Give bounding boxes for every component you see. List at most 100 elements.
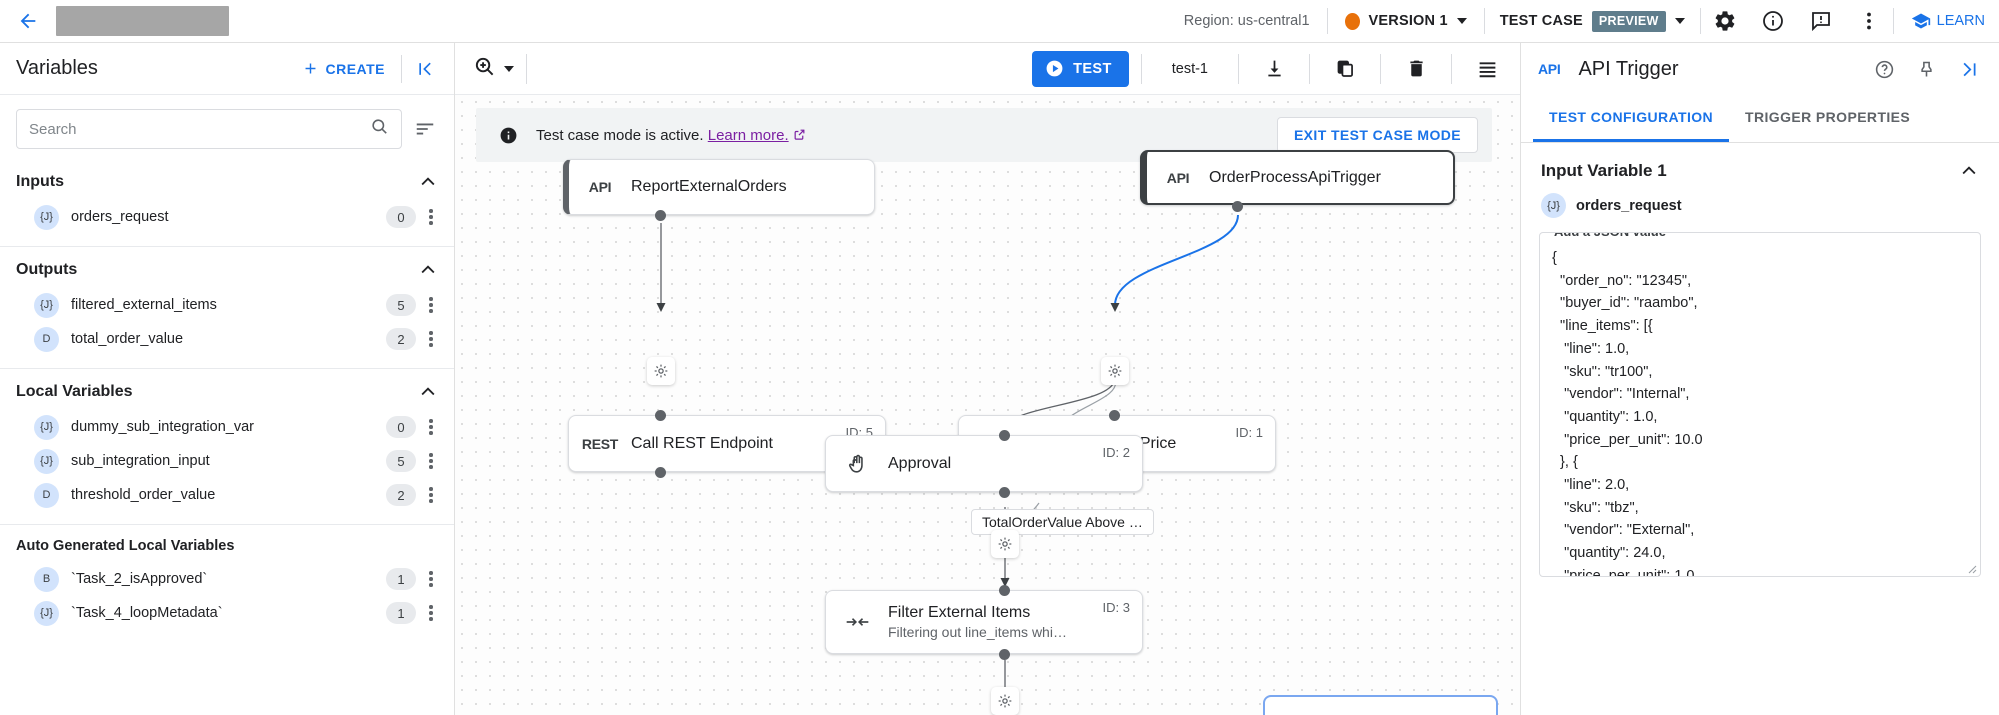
collapse-right-icon[interactable]	[1947, 48, 1989, 90]
sort-icon[interactable]	[412, 116, 438, 142]
divider	[1309, 53, 1310, 84]
divider	[1326, 8, 1328, 34]
list-icon[interactable]	[1464, 46, 1510, 92]
more-vert-icon[interactable]	[416, 331, 446, 347]
copy-icon[interactable]	[1322, 46, 1368, 92]
resize-handle[interactable]	[1965, 561, 1977, 574]
chevron-up-icon[interactable]	[418, 260, 438, 280]
pin-icon[interactable]	[1905, 48, 1947, 90]
input-variable-section-header[interactable]: Input Variable 1	[1539, 143, 1981, 191]
banner-message: Test case mode is active.	[536, 126, 704, 144]
variable-name: sub_integration_input	[71, 453, 210, 469]
search-icon	[370, 117, 389, 141]
zoom-control[interactable]	[473, 55, 514, 83]
test-case-name[interactable]: test-1	[1171, 60, 1208, 77]
search-input[interactable]	[29, 120, 362, 138]
search-box[interactable]	[16, 109, 402, 149]
gear-icon[interactable]	[991, 687, 1019, 715]
node-input-port[interactable]	[999, 585, 1010, 596]
node-output-port[interactable]	[655, 210, 666, 221]
divider	[401, 54, 402, 83]
node-input-port[interactable]	[999, 430, 1010, 441]
variable-count-badge: 2	[386, 328, 416, 350]
api-icon: API	[588, 179, 612, 195]
variable-group-header[interactable]: Outputs	[0, 247, 454, 288]
test-case-selector[interactable]: TEST CASE PREVIEW	[1485, 10, 1700, 32]
chevron-down-icon	[504, 65, 514, 72]
variable-group-header[interactable]: Local Variables	[0, 369, 454, 410]
more-vert-icon[interactable]	[416, 453, 446, 469]
node-output-port[interactable]	[655, 467, 666, 478]
info-icon[interactable]	[1749, 0, 1797, 43]
divider	[1451, 53, 1452, 84]
learn-label: LEARN	[1936, 13, 1985, 29]
node-report-external-orders[interactable]: API ReportExternalOrders	[563, 159, 875, 215]
create-variable-button[interactable]: CREATE	[290, 52, 397, 85]
learn-more-link[interactable]: Learn more.	[707, 126, 789, 144]
divider	[1483, 8, 1485, 34]
node-title: ReportExternalOrders	[631, 178, 787, 195]
details-panel-body: Input Variable 1 {J} orders_request Add …	[1521, 143, 1999, 715]
help-icon[interactable]	[1863, 48, 1905, 90]
variable-group-header[interactable]: Auto Generated Local Variables	[0, 525, 454, 562]
variable-row[interactable]: {J}`Task_4_loopMetadata`1	[0, 596, 454, 630]
tab-test-configuration[interactable]: TEST CONFIGURATION	[1533, 95, 1730, 142]
version-selector[interactable]: VERSION 1	[1328, 12, 1484, 30]
node-output-port[interactable]	[999, 649, 1010, 660]
version-status-dot	[1344, 12, 1360, 30]
variable-row[interactable]: B`Task_2_isApproved`1	[0, 562, 454, 596]
more-vert-icon[interactable]	[416, 605, 446, 621]
node-filter-external-items[interactable]: Filter External Items Filtering out line…	[825, 590, 1143, 654]
school-icon	[1911, 13, 1930, 29]
gear-icon[interactable]	[1101, 357, 1129, 385]
download-icon[interactable]	[1251, 46, 1297, 92]
json-value-field[interactable]: Add a JSON value * { "order_no": "12345"…	[1539, 232, 1981, 577]
delete-icon[interactable]	[1393, 46, 1439, 92]
chevron-up-icon[interactable]	[418, 382, 438, 402]
node-input-port[interactable]	[655, 410, 666, 421]
chevron-up-icon[interactable]	[418, 172, 438, 192]
back-arrow-icon[interactable]	[10, 3, 46, 39]
gear-icon[interactable]	[1701, 0, 1749, 43]
learn-button[interactable]: LEARN	[1894, 11, 1985, 31]
workflow-canvas[interactable]: Test case mode is active. Learn more. EX…	[455, 95, 1520, 715]
variable-type-badge: B	[34, 566, 59, 592]
json-value-text[interactable]: { "order_no": "12345", "buyer_id": "raam…	[1552, 250, 1703, 577]
node-output-port[interactable]	[1232, 201, 1243, 212]
more-vert-icon[interactable]	[1845, 0, 1893, 43]
more-vert-icon[interactable]	[416, 209, 446, 225]
gear-icon[interactable]	[647, 357, 675, 385]
variable-name: total_order_value	[71, 331, 184, 347]
more-vert-icon[interactable]	[416, 419, 446, 435]
node-placeholder[interactable]	[1263, 695, 1498, 715]
collapse-left-icon[interactable]	[406, 49, 446, 89]
feedback-icon[interactable]	[1797, 0, 1845, 43]
node-output-port[interactable]	[999, 487, 1010, 498]
node-order-process-api-trigger[interactable]: API OrderProcessApiTrigger	[1140, 150, 1455, 205]
more-vert-icon[interactable]	[416, 571, 446, 587]
gear-icon[interactable]	[991, 530, 1019, 558]
variable-group-header[interactable]: Inputs	[0, 159, 454, 200]
chevron-up-icon[interactable]	[1959, 161, 1979, 181]
more-vert-icon[interactable]	[416, 297, 446, 313]
canvas-toolbar: TEST test-1	[455, 43, 1520, 95]
details-tabs[interactable]: TEST CONFIGURATION TRIGGER PROPERTIES	[1521, 95, 1999, 143]
tab-trigger-properties[interactable]: TRIGGER PROPERTIES	[1745, 109, 1911, 125]
variable-count-badge: 1	[386, 568, 416, 590]
node-input-port[interactable]	[1109, 410, 1120, 421]
api-icon: API	[1166, 169, 1190, 186]
test-button[interactable]: TEST	[1032, 50, 1129, 87]
variables-panel: Variables CREATE	[0, 43, 455, 715]
exit-test-case-mode-button[interactable]: EXIT TEST CASE MODE	[1276, 117, 1478, 153]
node-approval[interactable]: Approval ID: 2	[825, 435, 1143, 492]
map-icon	[826, 613, 888, 631]
more-vert-icon[interactable]	[416, 487, 446, 503]
